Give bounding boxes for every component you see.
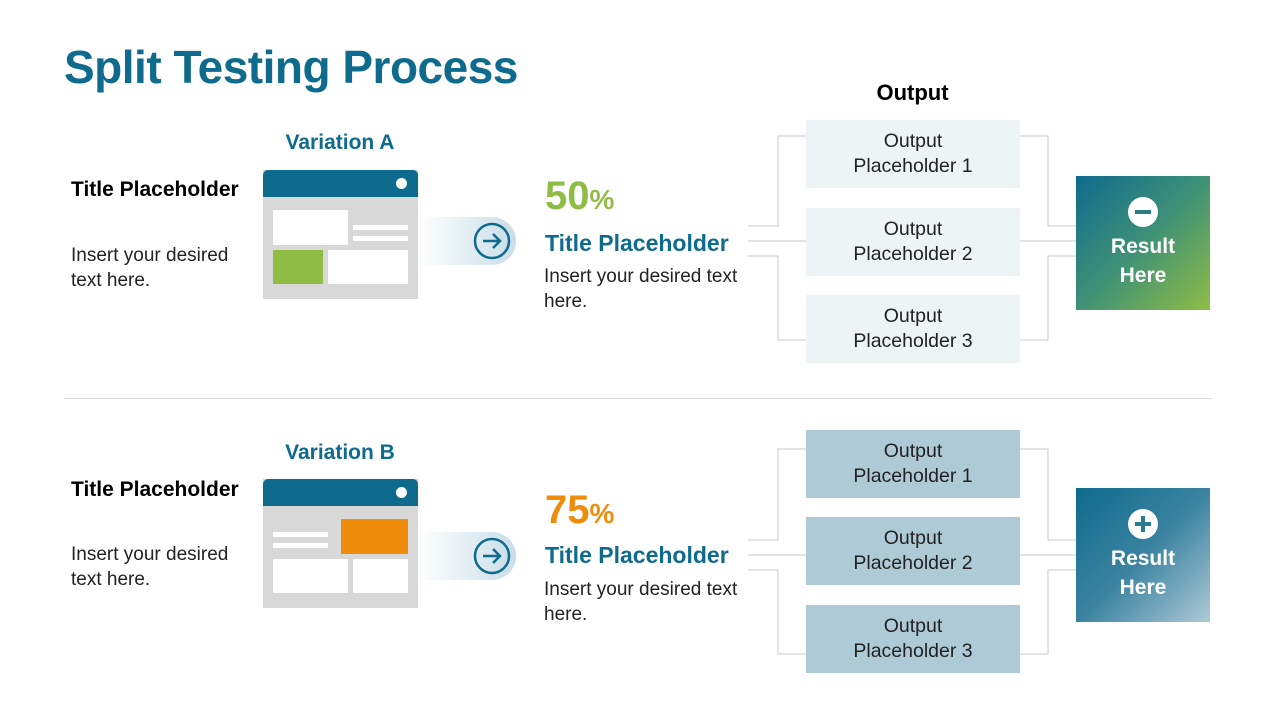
- window-dot: [396, 178, 407, 189]
- output-line: Output: [883, 527, 943, 549]
- output-line: Placeholder 2: [853, 243, 973, 265]
- text-line: [353, 236, 408, 241]
- row-a-mid-text: Insert your desired text here.: [544, 266, 738, 312]
- row-b-result-box: Result Here: [1076, 488, 1210, 622]
- result-text: Result Here: [1110, 235, 1176, 287]
- row-b-mid-text: Insert your desired text here.: [544, 579, 738, 625]
- content-block: [353, 559, 408, 593]
- output-line: Output: [883, 305, 943, 327]
- window-title-bar: [263, 170, 418, 197]
- green-block: [273, 250, 323, 284]
- row-divider: [64, 398, 1212, 399]
- minus-circle-icon: [1128, 197, 1158, 227]
- row-b-text: Insert your desired text here.: [71, 544, 229, 590]
- percent-symbol: %: [589, 184, 615, 215]
- content-block: [273, 559, 348, 593]
- arrow-right-circle-icon: [473, 222, 511, 260]
- output-line: Placeholder 3: [853, 640, 973, 662]
- output-column-header: Output: [876, 80, 949, 105]
- window-dot: [396, 487, 407, 498]
- variation-b-page-icon: [263, 479, 418, 608]
- output-line: Output: [883, 218, 943, 240]
- output-line: Placeholder 1: [853, 155, 973, 177]
- row-a-title: Title Placeholder: [71, 178, 239, 201]
- percent-a: 50%: [545, 174, 614, 219]
- text-line: [273, 532, 328, 537]
- row-b-title: Title Placeholder: [71, 478, 239, 501]
- window-title-bar: [263, 479, 418, 506]
- row-a-mid-title: Title Placeholder: [545, 230, 729, 256]
- orange-block: [341, 519, 408, 554]
- percent-symbol: %: [589, 498, 615, 529]
- row-a-result-box: Result Here: [1076, 176, 1210, 310]
- text-line: [273, 543, 328, 548]
- text-line: [353, 225, 408, 230]
- output-line: Output: [883, 615, 943, 637]
- output-line: Placeholder 1: [853, 465, 973, 487]
- percent-value: 75: [545, 488, 590, 532]
- variation-a-page-icon: [263, 170, 418, 299]
- output-line: Output: [883, 130, 943, 152]
- arrow-right-circle-icon: [473, 537, 511, 575]
- content-block: [273, 210, 348, 245]
- plus-circle-icon: [1128, 509, 1158, 539]
- result-text: Result Here: [1110, 547, 1176, 599]
- variation-b-label: Variation B: [285, 441, 395, 464]
- variation-a-label: Variation A: [285, 131, 395, 154]
- content-block: [328, 250, 408, 284]
- row-a-text: Insert your desired text here.: [71, 245, 229, 291]
- slide-title: Split Testing Process: [64, 41, 518, 93]
- percent-b: 75%: [545, 488, 614, 533]
- row-b-mid-title: Title Placeholder: [545, 542, 729, 568]
- percent-value: 50: [545, 174, 590, 218]
- output-line: Placeholder 3: [853, 330, 973, 352]
- output-line: Placeholder 2: [853, 552, 973, 574]
- output-line: Output: [883, 440, 943, 462]
